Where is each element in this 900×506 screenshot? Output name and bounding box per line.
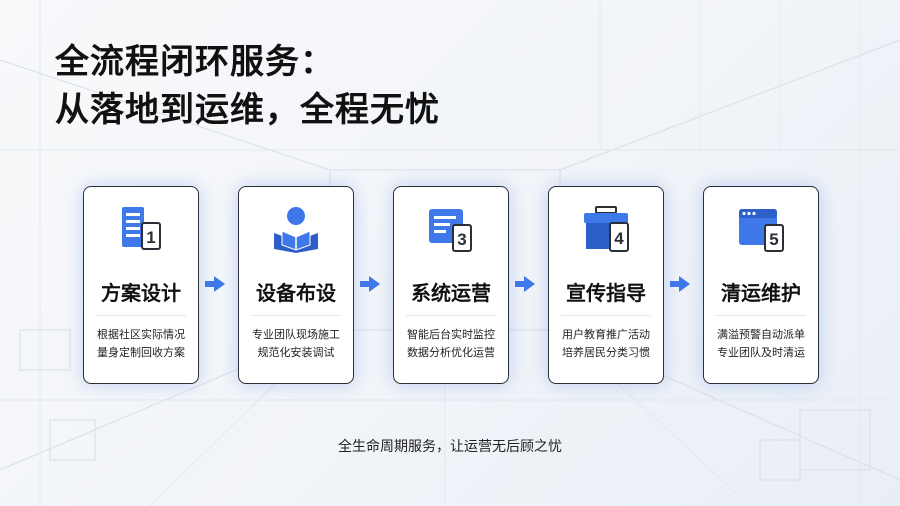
step-description-line: 量身定制回收方案 (97, 346, 185, 359)
step-title: 方案设计 (101, 281, 181, 305)
step-card-1: 1 方案设计 根据社区实际情况 量身定制回收方案 (83, 186, 199, 384)
step-card-2: 设备布设 专业团队现场施工 规范化安装调试 (238, 186, 354, 384)
arrow-right-icon (360, 276, 380, 292)
step-number-5: 5 (769, 230, 778, 249)
headline: 全流程闭环服务： 从落地到运维，全程无忧 (55, 38, 440, 134)
step-number-3: 3 (457, 230, 466, 249)
step-description-line: 数据分析优化运营 (407, 346, 495, 359)
step-description: 智能后台实时监控 数据分析优化运营 (394, 326, 508, 362)
step-number-4: 4 (614, 229, 624, 248)
arrow-right-icon (205, 276, 225, 292)
step-description-line: 专业团队及时清运 (717, 346, 805, 359)
step-card-4: 4 宣传指导 用户教育推广活动 培养居民分类习惯 (548, 186, 664, 384)
process-steps: 1 方案设计 根据社区实际情况 量身定制回收方案 设备布设 专业团队现场施工 规… (83, 186, 823, 384)
step-description: 专业团队现场施工 规范化安装调试 (239, 326, 353, 362)
step-description: 满溢预警自动派单 专业团队及时清运 (704, 326, 818, 362)
footer-tagline: 全生命周期服务，让运营无后顾之忧 (338, 439, 562, 455)
step-card-5: 5 清运维护 满溢预警自动派单 专业团队及时清运 (703, 186, 819, 384)
divider (716, 315, 806, 316)
arrow-right-icon (515, 276, 535, 292)
divider (96, 315, 186, 316)
person-reading-icon (239, 205, 353, 253)
arrow-right-icon (670, 276, 690, 292)
step-title: 清运维护 (721, 281, 801, 305)
step-description-line: 专业团队现场施工 (252, 328, 340, 341)
divider (561, 315, 651, 316)
step-title: 设备布设 (256, 281, 336, 305)
step-number-1: 1 (146, 228, 155, 247)
step-description-line: 用户教育推广活动 (562, 328, 650, 341)
headline-line-2: 从落地到运维，全程无忧 (55, 90, 440, 130)
step-description: 根据社区实际情况 量身定制回收方案 (84, 326, 198, 362)
step-description-line: 根据社区实际情况 (97, 328, 185, 341)
step-card-3: 3 系统运营 智能后台实时监控 数据分析优化运营 (393, 186, 509, 384)
step-description-line: 智能后台实时监控 (407, 328, 495, 341)
headline-line-1: 全流程闭环服务： (55, 42, 335, 82)
step-title: 宣传指导 (566, 281, 646, 305)
divider (251, 315, 341, 316)
step-description-line: 培养居民分类习惯 (562, 346, 650, 359)
box-icon: 4 (549, 205, 663, 253)
document-list-icon: 1 (84, 205, 198, 253)
browser-window-icon: 5 (704, 205, 818, 253)
step-description-line: 规范化安装调试 (257, 346, 335, 359)
step-title: 系统运营 (411, 281, 491, 305)
step-description: 用户教育推广活动 培养居民分类习惯 (549, 326, 663, 362)
dashboard-window-icon: 3 (394, 205, 508, 253)
step-description-line: 满溢预警自动派单 (717, 328, 805, 341)
divider (406, 315, 496, 316)
